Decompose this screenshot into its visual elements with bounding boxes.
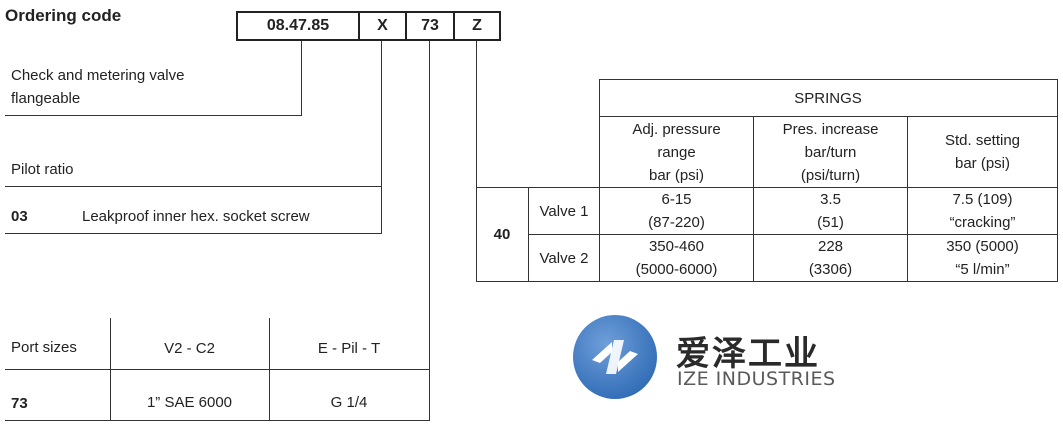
- springs-col3-line1: Std. setting: [944, 132, 1021, 149]
- springs-col1-header: Adj. pressure range bar (psi): [600, 117, 753, 187]
- springs-row1-c2: 3.5 (51): [754, 188, 907, 234]
- pilot-top-line: [5, 186, 382, 187]
- springs-header-line: [599, 116, 1058, 117]
- springs-row2-c3-b: “5 l/min”: [955, 261, 1010, 278]
- springs-row2-c3: 350 (5000) “5 l/min”: [908, 235, 1057, 281]
- springs-col2-line1: Pres. increase: [782, 120, 879, 138]
- springs-row2-c1: 350-460 (5000-6000): [600, 235, 753, 281]
- connector-pilot: [381, 41, 382, 234]
- springs-row1-c3: 7.5 (109) “cracking”: [908, 188, 1057, 234]
- springs-row1-c2-b: (51): [817, 214, 844, 231]
- ports-col1-header: V2 - C2: [164, 339, 215, 357]
- springs-vline-3: [907, 116, 908, 282]
- springs-row1-c1-a: 6-15: [661, 191, 692, 208]
- springs-vline-2: [753, 116, 754, 282]
- logo-text-cn: 爱泽工业: [676, 334, 820, 374]
- springs-col3-header: Std. setting bar (psi): [908, 117, 1057, 187]
- springs-row2-c1-a: 350-460: [648, 238, 705, 255]
- code-springs: Z: [453, 11, 501, 41]
- springs-vline-0: [528, 187, 529, 282]
- code-x: X: [358, 11, 407, 41]
- springs-row1-c1-b: (87-220): [648, 214, 705, 231]
- ports-val1: 1” SAE 6000: [146, 393, 233, 411]
- springs-col1-line1: Adj. pressure: [632, 120, 721, 138]
- springs-row2-label: Valve 2: [539, 249, 589, 267]
- valve-desc-line1: Check and metering valve: [11, 67, 185, 84]
- code-base: 08.47.85: [236, 11, 360, 41]
- springs-row2-c2-a: 228: [817, 238, 844, 255]
- ports-val2: G 1/4: [330, 393, 368, 411]
- springs-row1-c1: 6-15 (87-220): [600, 188, 753, 234]
- springs-vline-4: [1057, 79, 1058, 282]
- logo-text-en: IZE INDUSTRIES: [677, 368, 836, 390]
- springs-header: SPRINGS: [794, 89, 862, 107]
- ize-logo-icon: [570, 312, 660, 402]
- springs-col3-line2: bar (psi): [954, 155, 1010, 172]
- connector-ports: [429, 41, 430, 421]
- springs-col2-header: Pres. increase bar/turn (psi/turn): [754, 117, 907, 187]
- ports-code: 73: [11, 395, 28, 412]
- springs-top-line: [599, 79, 1058, 80]
- ize-logo-mark: [573, 315, 657, 399]
- springs-col2-line3: (psi/turn): [800, 166, 861, 184]
- springs-row-divider: [528, 234, 1058, 235]
- pilot-bottom-line: [5, 233, 382, 234]
- springs-row2-c3-a: 350 (5000): [946, 238, 1019, 255]
- springs-col1-line2: range: [657, 143, 696, 161]
- springs-colheader-line: [476, 187, 1058, 188]
- pilot-desc: Leakproof inner hex. socket screw: [82, 208, 310, 225]
- springs-row1-c3-a: 7.5 (109): [952, 191, 1013, 208]
- valve-desc-line2: flangeable: [11, 90, 81, 107]
- springs-row2-c2: 228 (3306): [754, 235, 907, 281]
- springs-col2-line2: bar/turn: [804, 143, 857, 161]
- connector-valve: [301, 41, 302, 116]
- ports-bottom-line: [5, 420, 430, 421]
- springs-row2-c2-b: (3306): [808, 261, 853, 278]
- pilot-code: 03: [11, 208, 28, 225]
- springs-bottom-line: [476, 281, 1058, 282]
- ports-mid-line: [5, 369, 430, 370]
- underline-valve: [5, 115, 302, 116]
- springs-row1-c3-b: “cracking”: [949, 214, 1016, 231]
- code-ports: 73: [405, 11, 455, 41]
- springs-row1-c2-a: 3.5: [820, 191, 841, 208]
- springs-code: 40: [493, 226, 511, 243]
- connector-springs: [476, 41, 477, 281]
- ports-label: Port sizes: [11, 339, 77, 356]
- springs-row1-label: Valve 1: [539, 202, 589, 220]
- springs-row2-c1-b: (5000-6000): [635, 261, 718, 278]
- pilot-label: Pilot ratio: [11, 161, 74, 178]
- springs-vline-1: [599, 79, 600, 282]
- page-title: Ordering code: [5, 6, 122, 25]
- springs-col1-line3: bar (psi): [648, 166, 704, 184]
- ports-col2-header: E - Pil - T: [317, 339, 381, 357]
